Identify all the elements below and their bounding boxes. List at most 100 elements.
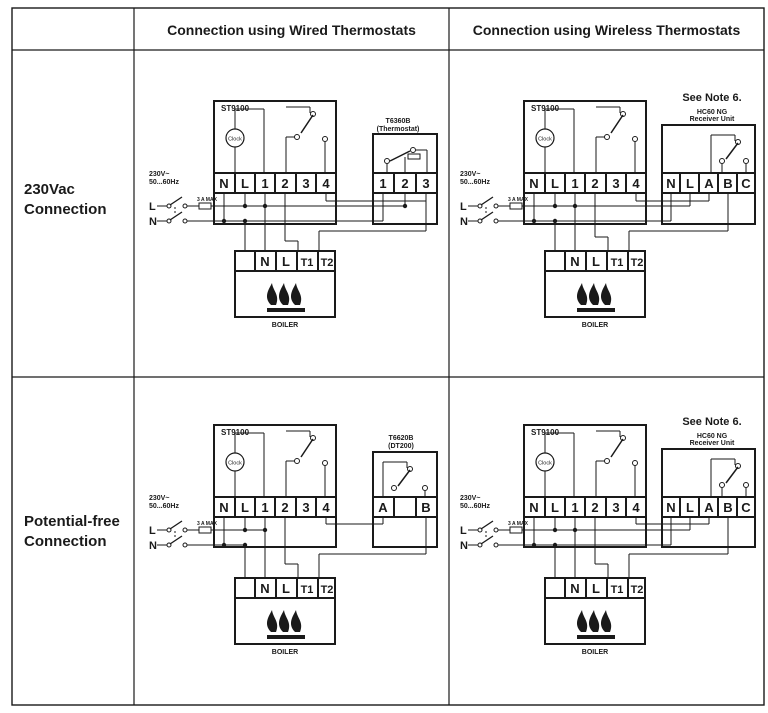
- flame-icon: [267, 610, 305, 639]
- svg-text:T2: T2: [321, 257, 334, 269]
- svg-text:L: L: [282, 254, 290, 269]
- st9100-controller: ST9100 Clock N L 1 2 3 4: [523, 424, 647, 548]
- boiler: N L T1 T2 BOILER: [544, 577, 646, 656]
- svg-text:T6620B: T6620B: [389, 435, 414, 442]
- svg-text:BOILER: BOILER: [582, 322, 608, 329]
- svg-text:T2: T2: [631, 584, 644, 596]
- svg-text:N: N: [666, 500, 675, 515]
- svg-text:L: L: [149, 525, 156, 537]
- svg-text:L: L: [241, 176, 249, 191]
- svg-text:BOILER: BOILER: [272, 649, 298, 656]
- flame-icon: [267, 283, 305, 312]
- wiring: [187, 193, 427, 251]
- svg-text:3: 3: [422, 176, 429, 191]
- see-note-6: See Note 6.: [682, 92, 741, 104]
- svg-text:A: A: [704, 176, 714, 191]
- svg-text:2: 2: [591, 176, 598, 191]
- clock-icon: Clock: [538, 137, 552, 143]
- svg-text:BOILER: BOILER: [582, 649, 608, 656]
- svg-text:2: 2: [591, 500, 598, 515]
- row-label-230vac: 230Vac Connection: [24, 180, 107, 220]
- svg-text:A: A: [378, 500, 388, 515]
- hc60-receiver: See Note 6. HC60 NG Receiver Unit N L A …: [661, 92, 756, 225]
- row-label-potential-free: Potential-free Connection: [24, 512, 120, 552]
- svg-text:N: N: [529, 500, 538, 515]
- flame-icon: [577, 283, 615, 312]
- svg-text:C: C: [741, 500, 751, 515]
- svg-text:3: 3: [302, 500, 309, 515]
- controller-terminal-strip: N L 1 2 3 4: [213, 172, 337, 194]
- svg-text:T1: T1: [301, 257, 314, 269]
- svg-text:1: 1: [571, 500, 578, 515]
- svg-text:N: N: [460, 216, 468, 228]
- svg-text:50...60Hz: 50...60Hz: [460, 179, 490, 186]
- row-label-230vac-line1: 230Vac: [24, 181, 75, 198]
- column-header-wireless: Connection using Wireless Thermostats: [472, 22, 741, 38]
- clock-icon: Clock: [538, 461, 552, 467]
- svg-text:Receiver Unit: Receiver Unit: [690, 116, 735, 123]
- svg-text:T2: T2: [631, 257, 644, 269]
- diagram-wired-potential-free: ST9100 Clock N L 1 2 3 4 T6620B (DT200) …: [149, 424, 438, 656]
- svg-text:3 A MAX: 3 A MAX: [508, 197, 529, 203]
- svg-text:T1: T1: [611, 584, 624, 596]
- wiring: [498, 193, 729, 251]
- hc60-receiver: See Note 6. HC60 NG Receiver Unit N L A …: [661, 416, 756, 548]
- wiring: [498, 517, 729, 578]
- svg-text:N: N: [219, 500, 228, 515]
- svg-text:3 A MAX: 3 A MAX: [197, 521, 218, 527]
- svg-text:50...60Hz: 50...60Hz: [460, 503, 490, 510]
- clock-icon: Clock: [228, 461, 242, 467]
- boiler: N L T1 T2 BOILER: [544, 250, 646, 329]
- svg-text:3 A MAX: 3 A MAX: [197, 197, 218, 203]
- svg-text:T1: T1: [611, 257, 624, 269]
- see-note-6: See Note 6.: [682, 416, 741, 428]
- svg-text:1: 1: [571, 176, 578, 191]
- svg-text:230V~: 230V~: [460, 171, 480, 178]
- svg-text:N: N: [149, 540, 157, 552]
- st9100-controller: ST9100 Clock: [213, 100, 337, 225]
- svg-text:L: L: [241, 500, 249, 515]
- mains-supply: 230V~ 50...60Hz L N 3 A MAX: [460, 495, 529, 552]
- row-label-potential-free-line1: Potential-free: [24, 513, 120, 530]
- svg-text:BOILER: BOILER: [272, 322, 298, 329]
- svg-text:1: 1: [379, 176, 386, 191]
- svg-text:L: L: [551, 500, 559, 515]
- svg-text:230V~: 230V~: [460, 495, 480, 502]
- svg-text:2: 2: [401, 176, 408, 191]
- svg-text:50...60Hz: 50...60Hz: [149, 179, 179, 186]
- mains-supply: 230V~ 50...60Hz L N 3 A MAX: [149, 495, 218, 552]
- boiler: N L T1 T2 BOILER: [234, 250, 336, 329]
- svg-text:B: B: [723, 500, 732, 515]
- clock-icon: Clock: [228, 137, 242, 143]
- svg-text:T2: T2: [321, 584, 334, 596]
- svg-text:HC60 NG: HC60 NG: [697, 433, 728, 440]
- svg-text:N: N: [570, 254, 579, 269]
- svg-text:N: N: [149, 216, 157, 228]
- svg-text:(Thermostat): (Thermostat): [377, 126, 420, 133]
- svg-text:3: 3: [612, 500, 619, 515]
- svg-text:HC60 NG: HC60 NG: [697, 109, 728, 116]
- svg-text:2: 2: [281, 176, 288, 191]
- svg-text:L: L: [686, 176, 694, 191]
- svg-text:230V~: 230V~: [149, 171, 169, 178]
- svg-text:4: 4: [632, 176, 640, 191]
- svg-text:Receiver Unit: Receiver Unit: [690, 440, 735, 447]
- svg-text:N: N: [460, 540, 468, 552]
- svg-text:B: B: [421, 500, 430, 515]
- mains-supply: 230V~ 50...60Hz L N 3 A MAX: [460, 171, 529, 228]
- svg-text:L: L: [460, 525, 467, 537]
- svg-text:4: 4: [322, 176, 330, 191]
- svg-text:N: N: [529, 176, 538, 191]
- svg-text:T6360B: T6360B: [386, 118, 411, 125]
- svg-text:N: N: [219, 176, 228, 191]
- svg-text:1: 1: [261, 176, 268, 191]
- svg-text:1: 1: [261, 500, 268, 515]
- st9100-controller: ST9100 Clock N L 1 2 3 4: [523, 100, 647, 225]
- svg-text:L: L: [551, 176, 559, 191]
- svg-text:C: C: [741, 176, 751, 191]
- svg-text:3 A MAX: 3 A MAX: [508, 521, 529, 527]
- svg-text:T1: T1: [301, 584, 314, 596]
- svg-text:N: N: [570, 581, 579, 596]
- svg-text:2: 2: [281, 500, 288, 515]
